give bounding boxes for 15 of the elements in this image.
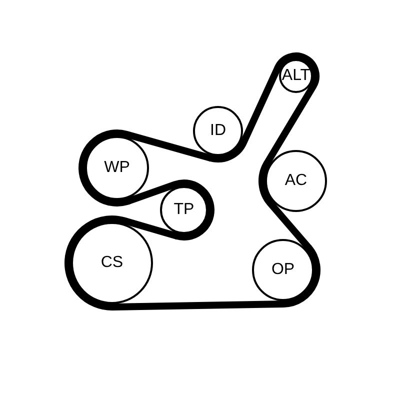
pulley-label: WP <box>104 159 130 177</box>
pulley <box>193 106 243 156</box>
pulley-label: CS <box>100 254 124 272</box>
pulley <box>71 222 153 304</box>
belt <box>206 64 282 162</box>
pulley-label: AC <box>284 172 308 190</box>
pulley <box>279 59 313 93</box>
pulley <box>160 186 208 234</box>
pulley-label: ID <box>210 122 226 140</box>
pulley-label: OP <box>271 261 295 279</box>
pulley <box>252 239 314 301</box>
pulley <box>85 136 149 200</box>
pulley-label: TP <box>174 201 194 219</box>
pulley <box>265 150 327 212</box>
pulley-label: ALT <box>282 67 310 85</box>
